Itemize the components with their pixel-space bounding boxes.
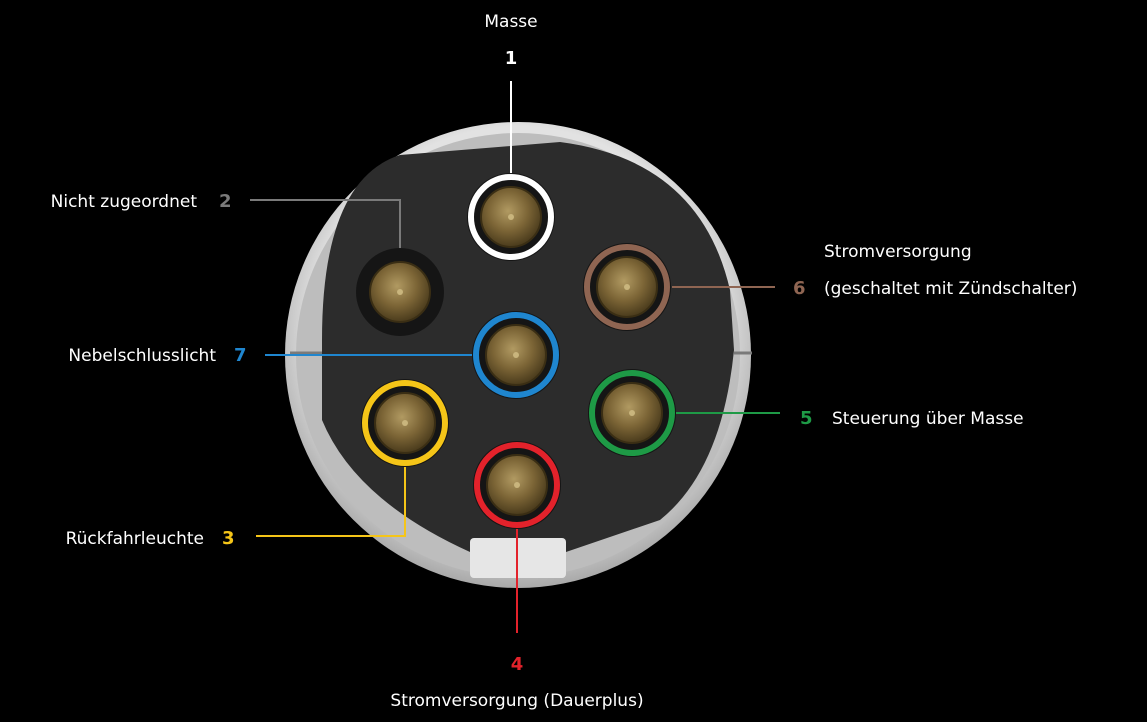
pin-3-contact-center	[402, 420, 408, 426]
pin-5-number: 5	[800, 408, 813, 429]
pin-labels: Masse 1 Nicht zugeordnet 2 Nebelschlussl…	[51, 12, 1078, 711]
pin-7-color-ring	[473, 312, 559, 398]
pin-4-contact-center	[514, 482, 520, 488]
pin-4-label: Stromversorgung (Dauerplus)	[390, 691, 643, 711]
pin-6-label-line2: (geschaltet mit Zündschalter)	[824, 279, 1077, 299]
pin-4-color-ring	[474, 442, 560, 528]
pin-1-color-ring	[468, 174, 554, 260]
pin-1-contact-center	[508, 214, 514, 220]
pin-2-contact-center	[397, 289, 403, 295]
pin-3-number: 3	[222, 528, 235, 549]
pin-6-contact-center	[624, 284, 630, 290]
pin-6-label: Stromversorgung	[824, 242, 972, 262]
pin-5-contact	[588, 369, 676, 457]
pin-4-contact	[473, 441, 561, 529]
pin-3-contact	[361, 379, 449, 467]
pin-6-color-ring	[584, 244, 670, 330]
pin-3-color-ring	[362, 380, 448, 466]
pin-7-label: Nebelschlusslicht	[68, 346, 216, 366]
pin-5-contact-center	[629, 410, 635, 416]
pin-3-leader-line	[256, 465, 406, 537]
pin-2-number: 2	[219, 191, 232, 212]
pin-1-contact	[467, 173, 555, 261]
pin-2-leader-line	[250, 199, 401, 250]
pin-6-number: 6	[793, 278, 806, 299]
pin-1-number: 1	[505, 48, 518, 69]
pin-1-label: Masse	[484, 12, 537, 32]
pin-7-contact-center	[513, 352, 519, 358]
pin-5-label: Steuerung über Masse	[832, 409, 1024, 429]
pin-5-color-ring	[589, 370, 675, 456]
pin-3-label: Rückfahrleuchte	[66, 529, 204, 549]
pin-2-label: Nicht zugeordnet	[51, 192, 198, 212]
pin-2-contact	[356, 248, 444, 336]
pin-7-number: 7	[234, 345, 247, 366]
pin-6-contact	[583, 243, 671, 331]
pin-4-number: 4	[511, 654, 524, 675]
pin-7-contact	[472, 311, 560, 399]
